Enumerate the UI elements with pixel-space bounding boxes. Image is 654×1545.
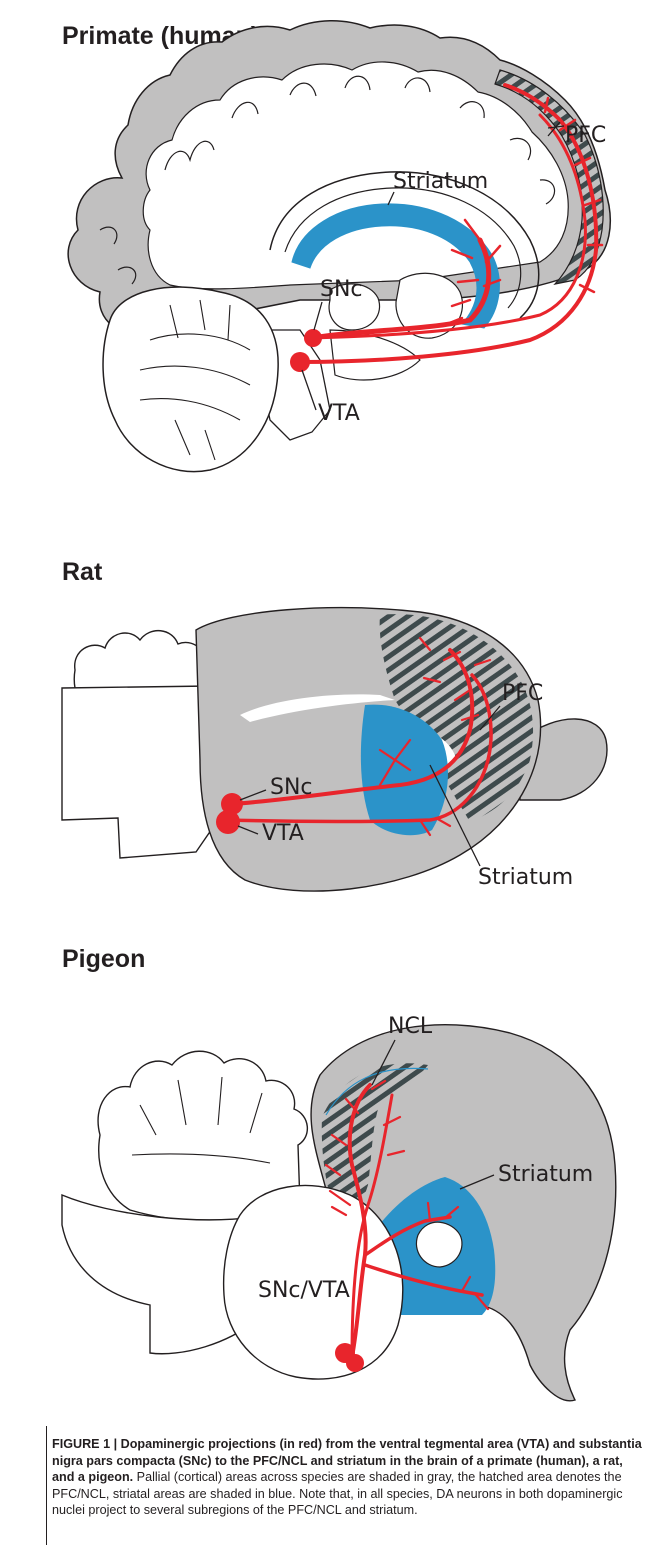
pigeon-ventricle: [416, 1222, 462, 1267]
pigeon-label-sncvta: SNc/VTA: [258, 1278, 350, 1303]
rat-brain-figure: PFC SNc VTA Striatum: [0, 590, 654, 910]
rat-vta-nucleus: [216, 810, 240, 834]
rat-brainstem: [62, 686, 218, 858]
pigeon-label-ncl: NCL: [388, 1014, 433, 1039]
caption-rule: [46, 1426, 47, 1545]
figure-caption: FIGURE 1 | Dopaminergic projections (in …: [52, 1436, 647, 1519]
primate-brain-figure: PFC Striatum SNc VTA: [0, 0, 654, 500]
pigeon-brain-figure: NCL Striatum SNc/VTA: [0, 985, 654, 1415]
pigeon-sncvta-nucleus-b: [346, 1354, 364, 1372]
rat-label-snc: SNc: [270, 775, 313, 800]
primate-snc-nucleus: [304, 329, 322, 347]
primate-cerebellum: [103, 287, 278, 472]
primate-label-striatum: Striatum: [393, 169, 488, 194]
primate-label-snc: SNc: [320, 277, 363, 302]
pigeon-panel-title: Pigeon: [62, 945, 145, 974]
rat-panel-title: Rat: [62, 558, 102, 587]
rat-label-vta: VTA: [262, 821, 304, 846]
primate-vta-nucleus: [290, 352, 310, 372]
primate-label-pfc: PFC: [565, 123, 606, 148]
caption-body: Pallial (cortical) areas across species …: [52, 1470, 623, 1517]
rat-label-striatum: Striatum: [478, 865, 573, 890]
rat-label-pfc: PFC: [502, 681, 543, 706]
primate-label-vta: VTA: [318, 401, 360, 426]
pigeon-label-striatum: Striatum: [498, 1162, 593, 1187]
